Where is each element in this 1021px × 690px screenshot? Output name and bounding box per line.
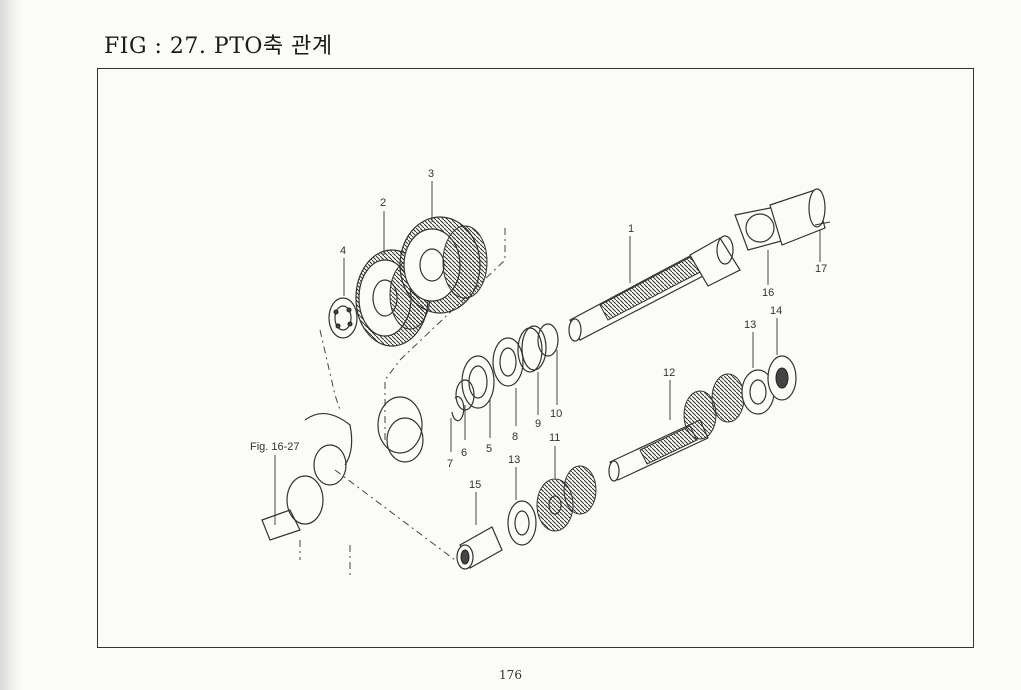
callout-8: 8 [512,431,518,443]
callout-1: 1 [628,223,634,235]
callout-labels: 1 2 3 4 5 6 7 8 9 10 11 12 13 13 14 15 1… [250,168,827,491]
page-title: FIG : 27. PTO축 관계 [104,34,333,59]
callout-4: 4 [340,245,346,257]
callout-6: 6 [461,447,467,459]
callout-10: 10 [550,408,562,420]
part-4-bearing [328,297,358,339]
callout-5: 5 [486,443,492,455]
part-17-cylinder-cover [769,188,831,246]
part-7-snap-ring [451,396,465,422]
assembly-center-lines [299,228,506,575]
callout-15: 15 [469,479,481,491]
callout-9: 9 [535,418,541,430]
page-number: 176 [499,668,522,682]
callout-14: 14 [770,305,782,317]
callout-13-right: 13 [744,319,756,331]
part-9-spring [517,325,547,373]
callout-13-left: 13 [508,454,520,466]
part-5-bearing [461,355,495,409]
callout-11: 11 [549,432,560,444]
part-8-collar [492,337,524,387]
part-13-bearing-right [741,369,775,415]
diagram-frame [97,68,974,648]
part-3-gear [399,216,488,314]
part-10-washer [537,323,559,357]
reference-housing-outline [261,396,424,541]
callout-leaders [274,181,821,525]
callout-fig-reference: Fig. 16-27 [250,441,300,453]
callout-7: 7 [447,458,453,470]
callout-16: 16 [762,287,774,299]
callout-12: 12 [663,367,675,379]
part-1-pto-shaft [568,235,741,342]
callout-2: 2 [380,197,386,209]
callout-17: 17 [815,263,827,275]
part-11-gear [536,465,597,532]
page-binding-edge [0,0,22,690]
part-12-shaft [608,373,745,482]
part-13-bearing-left [507,500,537,546]
part-15-sleeve [456,526,503,570]
part-14-oil-seal [767,355,797,401]
callout-3: 3 [428,168,434,180]
